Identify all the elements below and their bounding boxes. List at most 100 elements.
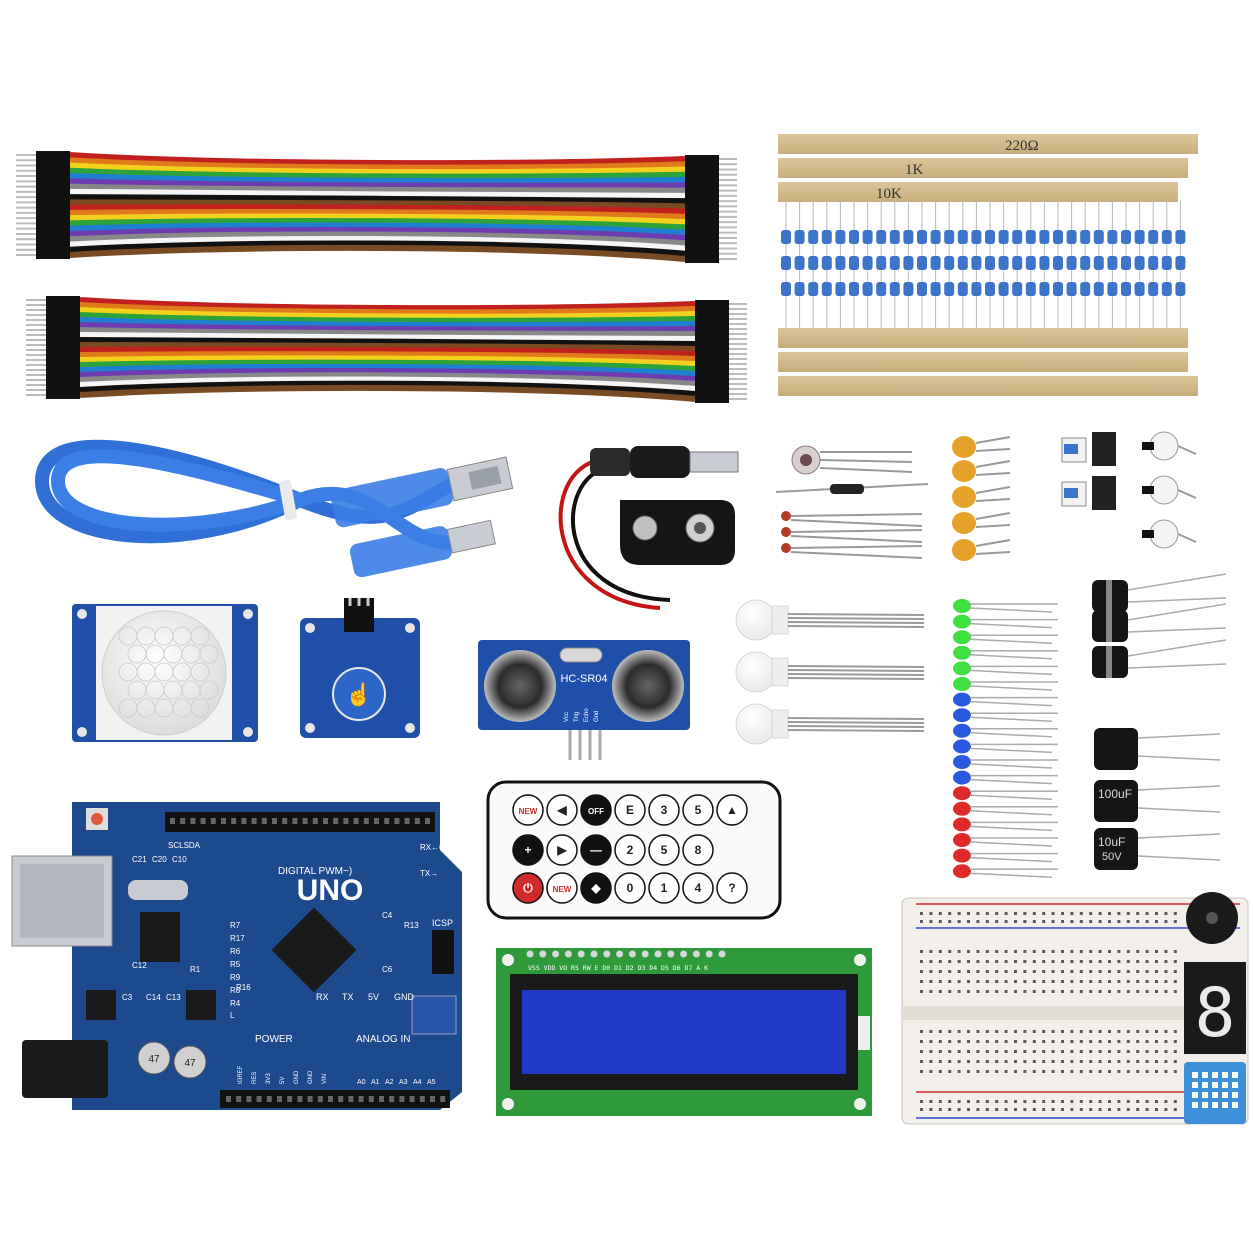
remote-key: 2 <box>627 843 634 857</box>
remote-key: ? <box>728 881 735 895</box>
ultrasonic-pin-label: Gnd <box>594 711 600 722</box>
uno-component-label: R6 <box>230 947 241 956</box>
uno-power-pin: VIN <box>322 1074 328 1084</box>
scl-sda-label: SCLSDA <box>168 841 201 850</box>
uno-component-label: C14 <box>146 993 161 1002</box>
icsp-label: ICSP <box>432 918 453 928</box>
rx-label: RX←0 <box>420 843 444 852</box>
remote-key: NEW <box>553 885 572 894</box>
remote-key: 4 <box>695 881 702 895</box>
remote-key: 0 <box>627 881 634 895</box>
remote-key: 1 <box>661 881 668 895</box>
analog-in-label: ANALOG IN <box>356 1034 410 1045</box>
uno-analog-pin: A2 <box>385 1079 394 1086</box>
resistor-strips: 220Ω 1K 10K <box>778 134 1198 396</box>
uno-component-label: R9 <box>230 973 241 982</box>
breadboard: 8 <box>901 892 1249 1125</box>
digital-pwm-label: DIGITAL PWM~) <box>278 866 352 877</box>
electrolytic-cap-label: 100uF <box>1098 787 1132 801</box>
remote-key: 3 <box>661 803 668 817</box>
jumper-wire-bundle-top <box>16 151 737 263</box>
pir-motion-sensor <box>72 604 258 742</box>
uno-component-label: L <box>230 1011 235 1020</box>
ultrasonic-sensor: HC-SR04 Vcc Trig Echo Gnd <box>478 640 690 760</box>
uno-power-pin: IOREF <box>238 1065 244 1084</box>
lcd-1602-module: VSS VDD VO RS RW E D0 D1 D2 D3 D4 D5 D6 … <box>496 948 872 1116</box>
uno-component-label: C12 <box>132 961 147 970</box>
uno-component-label: C21 <box>132 855 147 864</box>
electrolytic-capacitors: 100uF 10uF 50V <box>1092 573 1227 870</box>
uno-analog-pin: A4 <box>413 1079 422 1086</box>
uno-pin-label: TX <box>342 992 354 1002</box>
remote-key: E <box>626 803 634 817</box>
ir-remote: NEW ◀ OFF E 3 5 ▲ + ▶ — 2 5 8 ⏻ NEW ◆ 0 1 4? <box>486 780 782 920</box>
jumper-wire-bundle-bottom <box>26 296 747 403</box>
rgb-leds <box>735 599 925 745</box>
remote-key: — <box>590 843 602 857</box>
remote-key: 8 <box>695 843 702 857</box>
cap-label-1: 47 <box>148 1054 160 1065</box>
uno-component-label: R8 <box>230 986 241 995</box>
uno-analog-pin: A3 <box>399 1079 408 1086</box>
tx-label: TX→ <box>420 869 438 878</box>
touch-hand-icon: ☝ <box>345 681 372 708</box>
photo-diode-group <box>775 445 929 559</box>
uno-component-label: R16 <box>236 983 251 992</box>
uno-component-label: R1 <box>190 965 201 974</box>
remote-key: 5 <box>695 803 702 817</box>
ultrasonic-pin-label: Echo <box>584 708 590 722</box>
remote-key: ◀ <box>556 803 567 817</box>
uno-analog-pin: A0 <box>357 1079 366 1086</box>
uno-analog-pin: A5 <box>427 1079 436 1086</box>
lcd-pin-header: VSS VDD VO RS RW E D0 D1 D2 D3 D4 D5 D6 … <box>528 964 708 972</box>
uno-power-pin: 3V3 <box>266 1073 272 1084</box>
uno-power-pin: 5V <box>280 1077 286 1084</box>
power-label: POWER <box>255 1034 293 1045</box>
resistor-label-1k: 1K <box>905 162 924 178</box>
uno-pin-label: RX <box>316 992 329 1002</box>
uno-analog-pin: A1 <box>371 1079 380 1086</box>
ultrasonic-pin-label: Vcc <box>564 712 570 722</box>
seven-segment-digit: 8 <box>1195 974 1236 1053</box>
uno-component-label: C4 <box>382 911 393 920</box>
remote-key: ◆ <box>590 881 601 895</box>
ultrasonic-pin-label: Trig <box>574 712 580 722</box>
uno-component-label: C6 <box>382 965 393 974</box>
remote-key: OFF <box>588 807 604 816</box>
resistor-label-10k: 10K <box>876 186 902 202</box>
uno-pin-label: 5V <box>368 992 379 1002</box>
uno-component-label: C3 <box>122 993 133 1002</box>
uno-component-label: R17 <box>230 934 245 943</box>
remote-key: + <box>524 843 531 857</box>
usb-cable <box>34 439 514 578</box>
ceramic-capacitors <box>952 436 1011 561</box>
uno-component-label: R7 <box>230 921 241 930</box>
touch-sensor-module: ☝ <box>300 598 420 738</box>
remote-key: NEW <box>519 807 538 816</box>
ultrasonic-label: HC-SR04 <box>560 673 607 685</box>
uno-component-label: R5 <box>230 960 241 969</box>
arduino-uno-board: 47 47 UNO DIGITAL PWM~) POWER ANALOG IN … <box>11 802 462 1110</box>
uno-component-label: C20 <box>152 855 167 864</box>
uno-power-pin: GND <box>294 1070 300 1084</box>
electrolytic-cap-label: 10uF <box>1098 835 1125 849</box>
uno-pin-label: GND <box>394 992 415 1002</box>
uno-board-label: UNO <box>297 874 364 907</box>
remote-key: ▲ <box>726 803 738 817</box>
color-leds-column <box>953 599 1058 879</box>
push-buttons-and-buzzer-pins <box>1061 431 1197 549</box>
remote-key: ▶ <box>556 843 567 857</box>
remote-key: 5 <box>661 843 668 857</box>
resistor-label-220: 220Ω <box>1005 138 1039 154</box>
uno-component-label: C13 <box>166 993 181 1002</box>
battery-clip-cable <box>558 446 739 610</box>
uno-component-label: R4 <box>230 999 241 1008</box>
uno-component-label: C10 <box>172 855 187 864</box>
cap-label-2: 47 <box>184 1058 196 1069</box>
electrolytic-cap-voltage: 50V <box>1102 851 1122 863</box>
uno-component-label: R13 <box>404 921 419 930</box>
uno-power-pin: GND <box>308 1070 314 1084</box>
remote-key: ⏻ <box>523 881 533 895</box>
uno-power-pin: RES <box>252 1072 258 1084</box>
